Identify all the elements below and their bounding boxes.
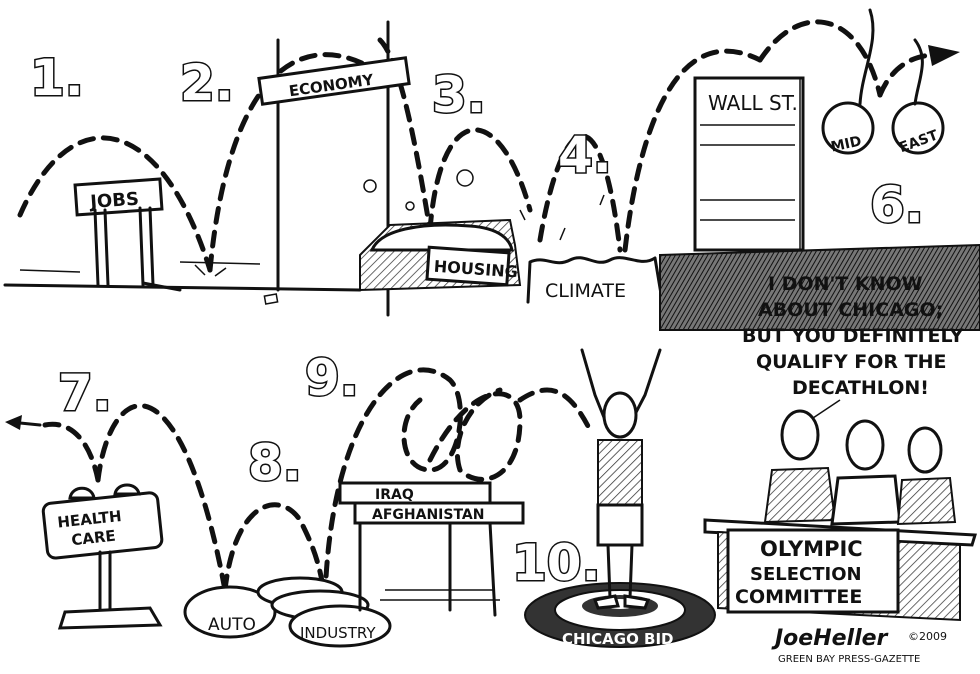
- speech-bubble: I DON'T KNOW ABOUT CHICAGO; BUT YOU DEFI…: [742, 273, 964, 421]
- mid-east-bombs: MID EAST: [821, 8, 945, 156]
- climate-water: CLIMATE: [519, 194, 664, 304]
- climate-label: CLIMATE: [545, 280, 626, 302]
- speech-line-4: QUALIFY FOR THE: [756, 351, 946, 373]
- tire-obstacle: AUTO INDUSTRY: [183, 576, 392, 648]
- housing-obstacle: HOUSING: [359, 169, 522, 292]
- mid-label: MID: [830, 133, 863, 155]
- health-care-horse: HEALTH CARE: [41, 483, 164, 630]
- chicago-bid-label: CHICAGO BID: [562, 630, 674, 648]
- number-7: 7.: [58, 364, 112, 422]
- committee-line-3: COMMITTEE: [735, 586, 862, 608]
- signature-paper: GREEN BAY PRESS-GAZETTE: [778, 654, 920, 665]
- jump-path-top: [17, 19, 960, 273]
- afghanistan-label: AFGHANISTAN: [372, 507, 484, 523]
- committee-line-2: SELECTION: [750, 564, 862, 585]
- speech-line-3: BUT YOU DEFINITELY: [742, 325, 964, 347]
- number-2: 2.: [180, 54, 234, 112]
- number-4: 4.: [558, 126, 612, 184]
- auto-label: AUTO: [208, 615, 256, 635]
- number-9: 9.: [305, 349, 359, 407]
- jobs-label: JOBS: [88, 189, 140, 213]
- signature-name: JoeHeller: [771, 626, 889, 651]
- speech-line-1: I DON'T KNOW: [768, 273, 923, 295]
- number-8: 8.: [248, 434, 302, 492]
- wall-st-obstacle: WALL ST.: [659, 76, 980, 331]
- impact-sparks: [194, 257, 227, 277]
- athlete-figure: [580, 348, 662, 610]
- care-label: CARE: [70, 527, 116, 550]
- number-10: 10.: [512, 534, 601, 592]
- jobs-hurdle: JOBS: [73, 177, 182, 292]
- economy-highjump: ECONOMY: [257, 20, 411, 317]
- number-3: 3.: [432, 66, 486, 124]
- jump-path-bottom: [5, 367, 593, 603]
- chicago-bid-target: CHICAGO BID: [524, 582, 716, 648]
- number-1: 1.: [30, 49, 84, 107]
- signature-year: ©2009: [908, 630, 947, 643]
- speech-line-5: DECATHLON!: [792, 377, 929, 399]
- iraq-label: IRAQ: [375, 487, 414, 503]
- war-hurdle: IRAQ AFGHANISTAN: [338, 481, 525, 617]
- committee-desk: OLYMPIC SELECTION COMMITTEE: [703, 518, 977, 622]
- artist-signature: JoeHeller ©2009 GREEN BAY PRESS-GAZETTE: [771, 626, 947, 665]
- wall-st-label: WALL ST.: [708, 91, 798, 115]
- speech-line-2: ABOUT CHICAGO;: [758, 299, 943, 321]
- top-ground: [3, 261, 362, 292]
- step-numbers: 1. 2. 3. 4. 5. 6. 7. 8. 9. 10.: [29, 48, 926, 594]
- industry-label: INDUSTRY: [300, 624, 376, 642]
- number-6: 6.: [870, 176, 924, 234]
- committee-judges: [763, 409, 957, 526]
- committee-line-1: OLYMPIC: [760, 537, 863, 561]
